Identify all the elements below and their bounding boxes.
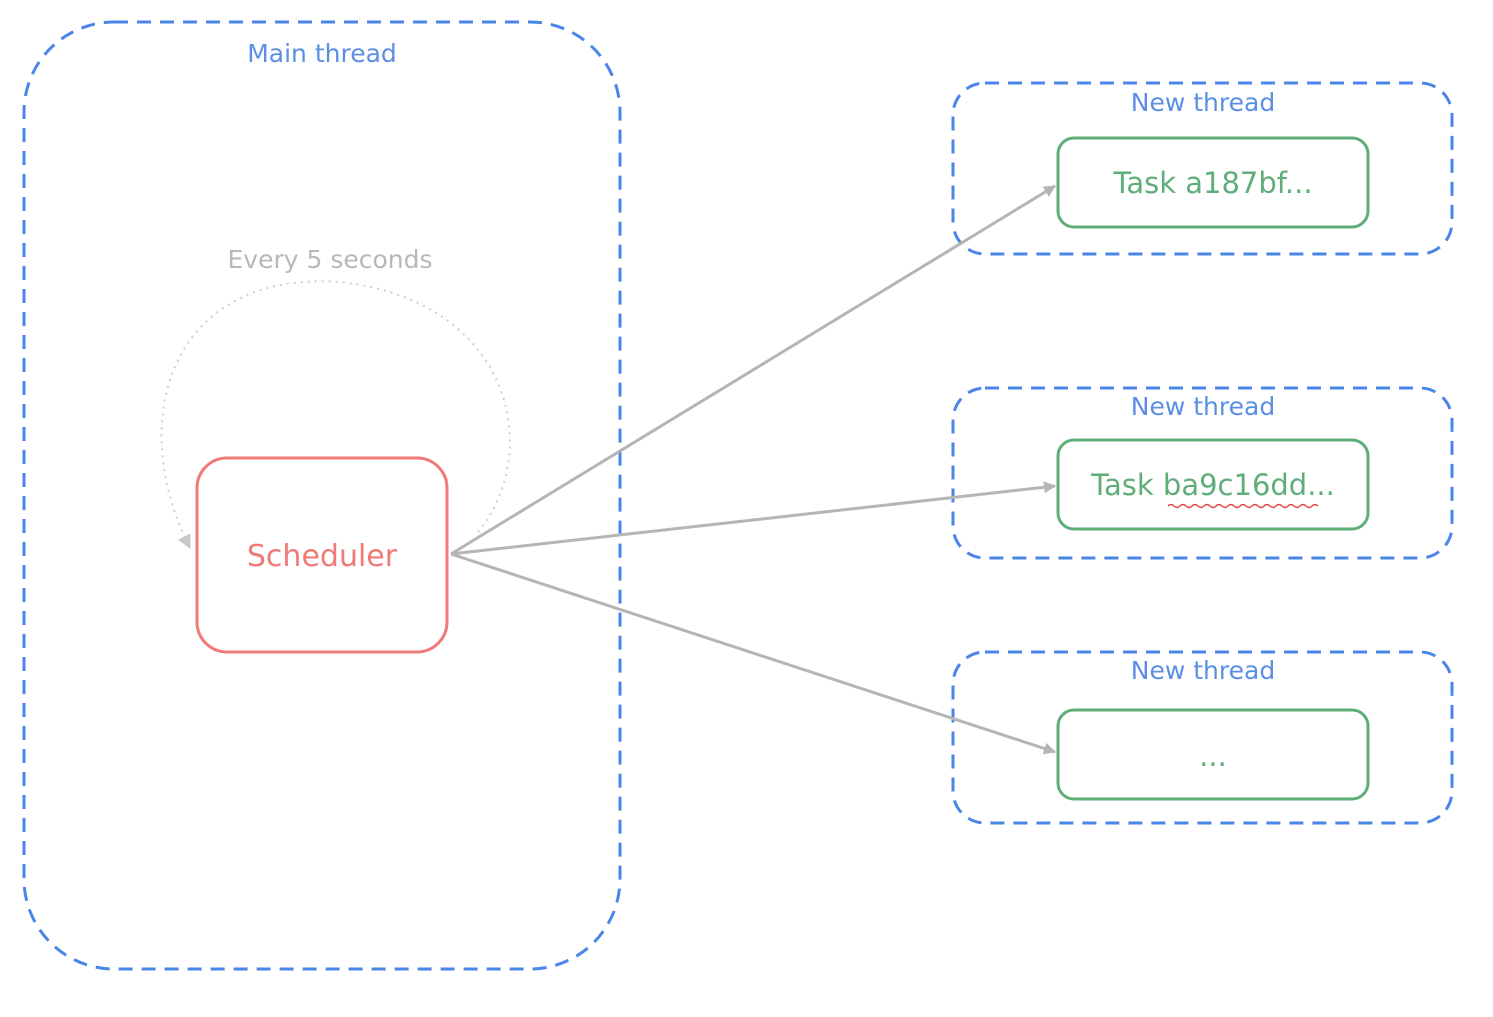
new-thread-container [951,81,1454,256]
spawn-arrow [450,481,1056,556]
task-label: ... [1199,739,1227,773]
main-thread-container [22,20,622,971]
task-box [1056,136,1370,229]
loop-interval-label: Every 5 seconds [227,245,432,274]
new-thread-label: New thread [1131,392,1275,421]
spawn-arrow [450,552,1056,755]
task-box [1056,438,1370,531]
task-label: Task ba9c16dd... [1090,468,1335,502]
spellcheck-underline [1167,503,1319,509]
task-label: Task a187bf... [1112,166,1312,200]
scheduler-box [195,456,449,654]
new-thread-label: New thread [1131,656,1275,685]
scheduler-label: Scheduler [247,539,398,574]
spawn-arrow [450,184,1056,556]
new-thread-container [951,650,1454,825]
main-thread-label: Main thread [247,39,397,68]
schedule-loop-arc [160,280,511,550]
new-thread-container [951,386,1454,560]
new-thread-label: New thread [1131,88,1275,117]
task-box [1056,708,1370,801]
